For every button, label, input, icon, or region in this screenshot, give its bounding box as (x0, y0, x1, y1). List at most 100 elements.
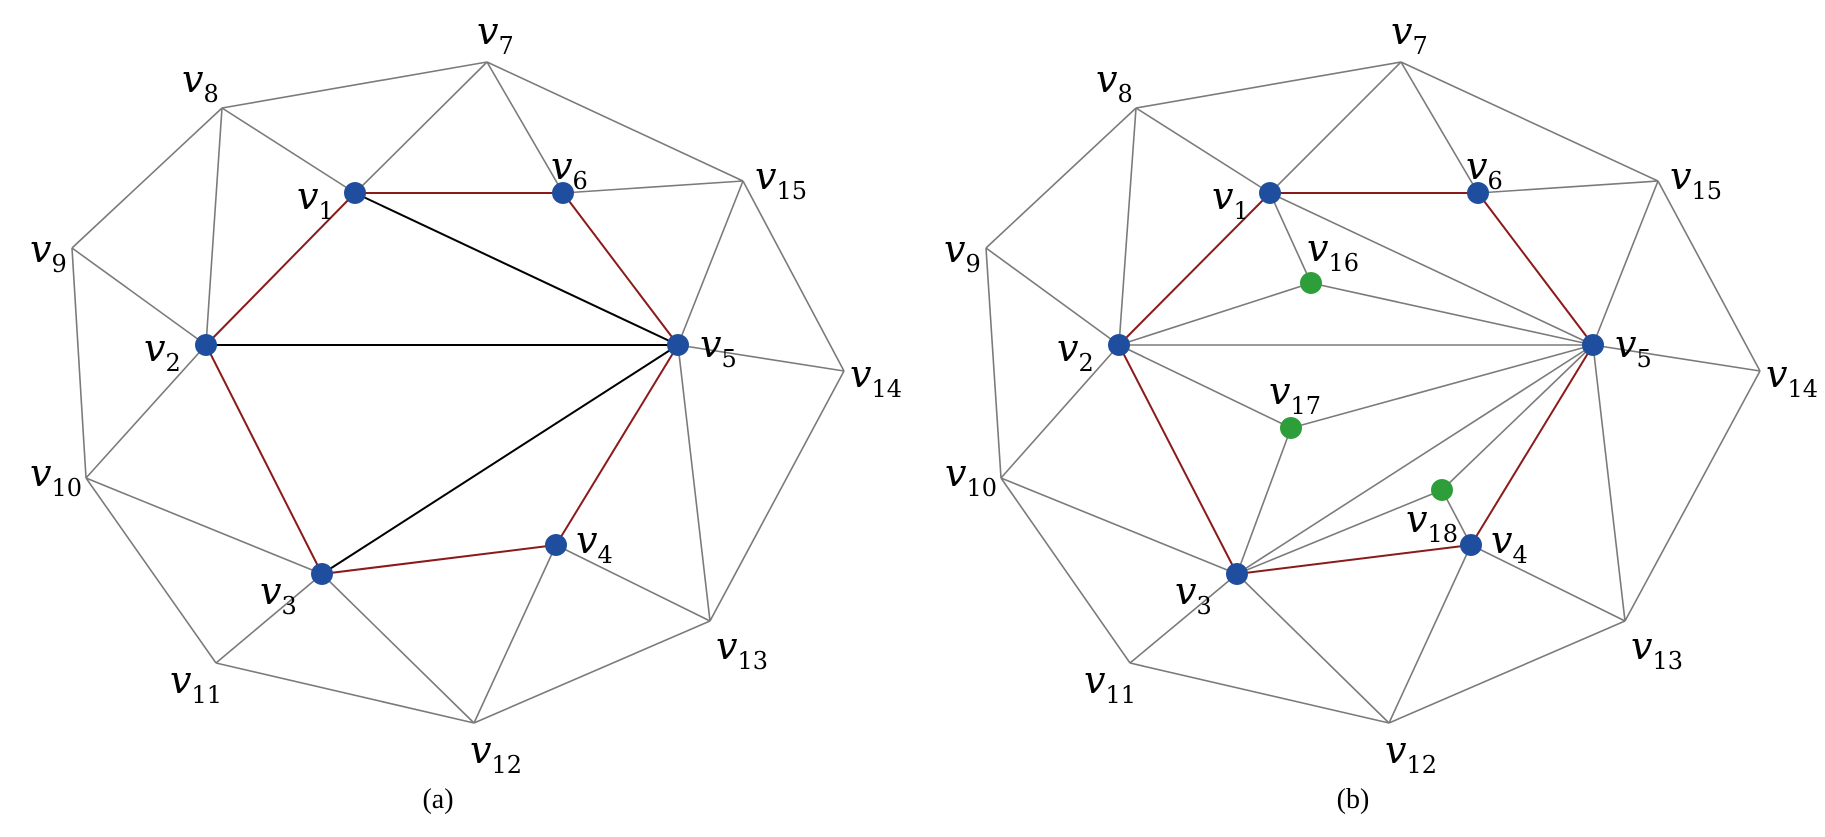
edge-v7-v8 (1135, 61, 1402, 109)
edge-v5-v4 (1470, 344, 1594, 546)
vertex-label-v7: v7 (1391, 9, 1428, 60)
vertex-dot-v6 (1467, 182, 1489, 204)
vertex-label-v8: v8 (1096, 57, 1133, 108)
edge-v16-v5 (1310, 282, 1594, 346)
vertex-dot-v4 (545, 534, 567, 556)
panel-a-edges (71, 61, 845, 724)
edge-v8-v1 (221, 107, 356, 194)
edge-v12-v13 (473, 620, 711, 724)
edge-v11-v12 (1129, 662, 1390, 724)
vertex-label-v4: v4 (576, 518, 613, 569)
vertex-dot-v6 (552, 182, 574, 204)
panel-a-vertex-dots (195, 182, 689, 585)
edge-v18-v3 (1236, 489, 1443, 575)
edge-v18-v5 (1441, 344, 1594, 491)
edge-v2-v1 (205, 192, 356, 346)
edge-v16-v2 (1118, 282, 1312, 346)
edge-v10-v2 (1000, 344, 1120, 479)
edge-v14-v5 (1592, 344, 1761, 372)
edge-v15-v6 (1477, 180, 1659, 194)
panel-b-vertex-labels: v1v2v3v4v5v6v7v8v9v10v11v12v13v14v15v16v… (944, 9, 1818, 779)
edge-v8-v9 (985, 107, 1137, 249)
edge-v8-v2 (1118, 107, 1137, 346)
vertex-dot-v3 (1226, 563, 1248, 585)
vertex-label-v1: v1 (297, 174, 334, 225)
vertex-dot-v4 (1460, 534, 1482, 556)
edge-v8-v1 (1135, 107, 1271, 194)
edge-v9-v2 (71, 247, 207, 346)
edge-v12-v13 (1388, 620, 1626, 724)
edge-v1-v16 (1269, 192, 1312, 284)
vertex-label-v2: v2 (144, 326, 181, 377)
vertex-dot-v2 (195, 334, 217, 356)
edge-v4-v3 (1236, 544, 1472, 575)
vertex-dot-v2 (1108, 334, 1130, 356)
edge-v11-v3 (1129, 573, 1238, 664)
vertex-dot-v18 (1431, 479, 1453, 501)
edge-v13-v14 (709, 370, 845, 622)
vertex-dot-v17 (1280, 417, 1302, 439)
edge-v13-v4 (1470, 544, 1626, 622)
vertex-label-v12: v12 (1385, 728, 1437, 779)
edge-v10-v3 (1000, 477, 1238, 575)
edge-v7-v6 (1400, 61, 1479, 194)
vertex-label-v14: v14 (1766, 352, 1818, 403)
vertex-label-v15: v15 (755, 154, 807, 205)
edge-v10-v11 (85, 477, 217, 664)
edge-v9-v2 (985, 247, 1120, 346)
vertex-label-v7: v7 (477, 9, 514, 60)
vertex-label-v10: v10 (945, 451, 997, 502)
edge-v12-v4 (1388, 544, 1472, 724)
edge-v7-v6 (486, 61, 564, 194)
vertex-label-v6: v6 (1466, 144, 1503, 195)
panel-b-vertex-dots (1108, 182, 1604, 585)
edge-v6-v5 (1477, 192, 1594, 346)
edge-v4-v3 (321, 544, 557, 575)
panel-b-edges (985, 61, 1761, 724)
vertex-dot-v1 (344, 182, 366, 204)
panel-b-caption: (b) (1337, 784, 1370, 815)
edge-v10-v3 (85, 477, 323, 575)
edge-v10-v11 (1000, 477, 1131, 664)
vertex-dot-v5 (667, 334, 689, 356)
vertex-dot-v1 (1259, 182, 1281, 204)
edge-v14-v15 (1657, 180, 1761, 372)
edge-v1-v5 (1269, 192, 1594, 346)
edge-v8-v9 (71, 107, 223, 249)
edge-v13-v5 (677, 344, 711, 622)
edge-v7-v1 (1269, 61, 1402, 194)
edge-v11-v12 (215, 662, 475, 724)
edge-v15-v7 (1400, 61, 1659, 182)
edge-v1-v5 (354, 192, 679, 346)
vertex-label-v3: v3 (1175, 569, 1212, 620)
edge-v11-v3 (215, 573, 323, 664)
edge-v14-v5 (677, 344, 845, 372)
vertex-label-v16: v16 (1307, 226, 1359, 277)
edge-v3-v2 (1118, 344, 1238, 575)
edge-v5-v4 (555, 344, 679, 546)
edge-v12-v3 (321, 573, 475, 724)
vertex-label-v12: v12 (470, 728, 522, 779)
vertex-label-v5: v5 (1615, 322, 1652, 373)
vertex-label-v11: v11 (1084, 658, 1136, 709)
vertex-label-v17: v17 (1269, 369, 1321, 420)
edge-v2-v1 (1118, 192, 1271, 346)
edge-v14-v15 (742, 180, 845, 372)
edge-v3-v5 (1236, 344, 1594, 575)
edge-v7-v1 (354, 61, 488, 194)
edge-v15-v5 (677, 180, 744, 346)
vertex-label-v3: v3 (260, 569, 297, 620)
panel-b: v1v2v3v4v5v6v7v8v9v10v11v12v13v14v15v16v… (944, 9, 1818, 815)
edge-v2-v17 (1118, 344, 1292, 429)
edge-v13-v14 (1624, 370, 1761, 622)
vertex-label-v5: v5 (700, 322, 737, 373)
edge-v10-v2 (85, 344, 207, 479)
vertex-dot-v3 (311, 563, 333, 585)
edge-v15-v6 (562, 180, 744, 194)
vertex-label-v13: v13 (716, 624, 768, 675)
vertex-label-v14: v14 (850, 352, 902, 403)
vertex-label-v4: v4 (1491, 518, 1528, 569)
vertex-label-v8: v8 (182, 57, 219, 108)
